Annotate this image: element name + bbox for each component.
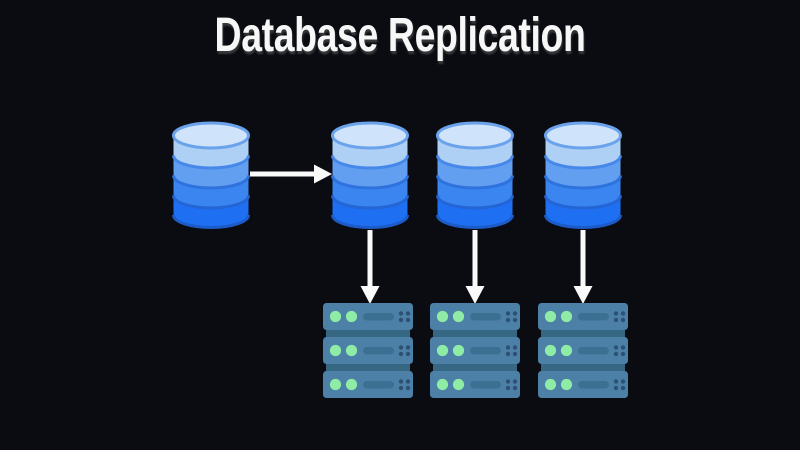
replica-database-icon-3 [544, 121, 622, 229]
replication-arrow-down-icon-1 [360, 230, 380, 304]
replica-database-icon-2 [436, 121, 514, 229]
server-rack-icon-1 [323, 303, 413, 398]
server-rack-icon-2 [430, 303, 520, 398]
server-unit [538, 371, 628, 398]
replication-arrow-down-icon-2 [465, 230, 485, 304]
server-unit [430, 303, 520, 330]
replication-arrow-right-icon [250, 164, 332, 184]
replication-arrow-down-icon-3 [573, 230, 593, 304]
server-unit [323, 337, 413, 364]
server-unit [538, 337, 628, 364]
server-unit [430, 337, 520, 364]
server-unit [323, 303, 413, 330]
replica-database-icon-1 [331, 121, 409, 229]
server-unit [323, 371, 413, 398]
primary-database-icon [172, 121, 250, 229]
page-title: Database Replication [214, 9, 586, 62]
server-rack-icon-3 [538, 303, 628, 398]
server-unit [430, 371, 520, 398]
server-unit [538, 303, 628, 330]
